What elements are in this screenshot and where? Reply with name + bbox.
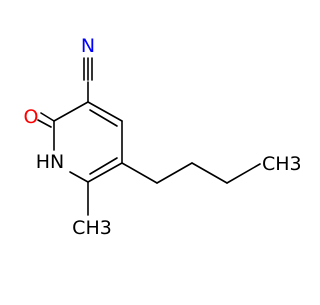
atom-label-butyl-ch3: CH3 (262, 153, 300, 175)
bond-c5-c6-inner (89, 157, 118, 175)
bond-cc-cd (226, 163, 261, 184)
atom-label-nitrile-n: N (81, 35, 95, 57)
molecule-diagram: N O HN CH3 CH3 (24, 35, 302, 239)
carbonyl-group (37, 112, 55, 128)
bond-c5-ca (121, 162, 158, 184)
bond-c3-c4-inner (89, 109, 118, 127)
bond-c2-o (40, 112, 55, 122)
atom-label-carbonyl-o: O (24, 106, 39, 128)
pyridone-ring (53, 101, 123, 183)
bond-c5-c6 (87, 162, 123, 183)
atom-label-methyl-ch3: CH3 (72, 217, 112, 239)
bond-c6-n1 (69, 171, 89, 183)
bond-c3-c4 (87, 101, 123, 122)
structure-canvas: N O HN CH3 CH3 (24, 35, 302, 239)
atom-label-ring-nh: HN (36, 151, 65, 173)
butyl-chain (121, 162, 261, 184)
bond-c2-o-second (37, 119, 52, 128)
bond-c2-c3 (53, 101, 89, 122)
bond-cb-cc (191, 162, 228, 184)
bond-ca-cb (156, 162, 193, 184)
nitrile-group (83, 57, 93, 103)
